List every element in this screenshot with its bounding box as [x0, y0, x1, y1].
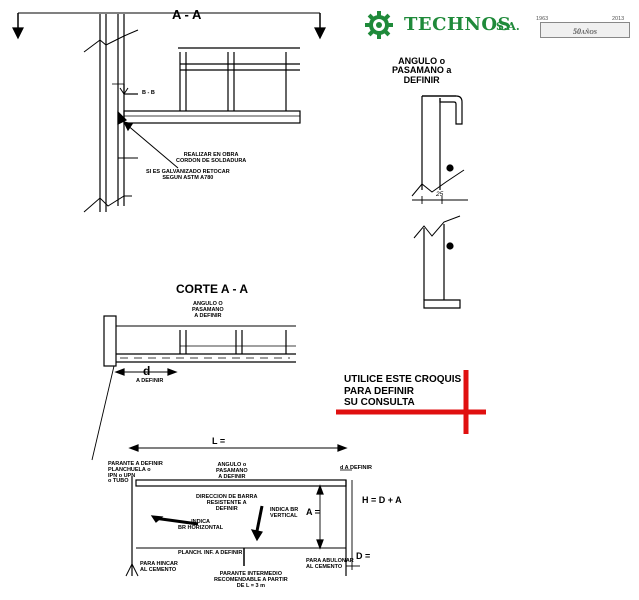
galvanized-note: SI ES GALVANIZADO RETOCAR SEGUN ASTM A78…: [146, 169, 230, 181]
sketch-callout: UTILICE ESTE CROQUIS PARA DEFINIR SU CON…: [344, 374, 462, 408]
a-label: A =: [306, 507, 320, 517]
corte-title: CORTE A - A: [176, 282, 248, 296]
anniversary-suffix: AÑOS: [580, 30, 597, 36]
year-end: 2013: [612, 16, 625, 22]
company-logo: TECHNOS S.A. 1963 2013 50AÑOS: [364, 10, 634, 40]
section-marker-bb: [112, 83, 138, 95]
corte-d-sub: A DEFINIR: [136, 378, 164, 384]
weld-leader: [125, 123, 179, 169]
red-cross-marker: [336, 370, 486, 434]
elevation-frame: [125, 444, 360, 577]
bolt-note: PARA ABULONAR AL CEMENTO: [306, 558, 354, 570]
length-label: L =: [212, 436, 226, 446]
year-start: 1963: [536, 16, 549, 22]
gear-logo-icon: [365, 11, 393, 39]
profile-title: ANGULO o PASAMANO a DEFINIR: [392, 56, 452, 85]
profile-top-piece: [411, 95, 465, 197]
elevation-d-note: d A DEFINIR: [340, 465, 372, 471]
anniversary-ribbon: 50AÑOS: [540, 22, 630, 38]
profile-bottom-piece: [413, 215, 461, 309]
anniversary-number: 50: [572, 27, 581, 36]
weld-note: REALIZAR EN OBRA CORDON DE SOLDADURA: [176, 152, 247, 164]
weld-symbol: [117, 110, 128, 125]
profile-dimension-label: 25: [436, 191, 444, 198]
section-marker-bb-label: B - B: [142, 90, 155, 96]
horizontal-bar-note: INDICA BR HORIZONTAL: [178, 519, 224, 531]
lower-plate-note: PLANCH. INF. A DEFINIR: [178, 550, 243, 556]
column-profile: [83, 14, 139, 213]
corte-angle-label: ANGULO O PASAMANO A DEFINIR: [192, 301, 224, 319]
post-note: PARANTE A DEFINIR PLANCHUELA o IPN o UPN…: [108, 461, 163, 485]
elevation-angle-note: ANGULO o PASAMANO A DEFINIR: [216, 462, 248, 480]
d-label: D =: [356, 551, 371, 561]
intermediate-post-note: PARANTE INTERMEDIO RECOMENDABLE A PARTIR…: [214, 571, 288, 589]
height-label: H = D + A: [362, 495, 402, 505]
vertical-bar-note: INDICA BR VERTICAL: [270, 507, 299, 519]
corte-d-label: d: [143, 364, 151, 378]
embed-note: PARA HINCAR AL CEMENTO: [140, 561, 178, 573]
brand-suffix: S.A.: [496, 20, 520, 33]
grating-aa: [123, 47, 301, 124]
profile-dimension: [412, 196, 468, 204]
section-title-aa: A - A: [172, 7, 202, 22]
bar-direction-note: DIRECCION DE BARRA RESISTENTE A DEFINIR: [196, 494, 258, 512]
brand-name: TECHNOS: [404, 14, 512, 35]
corte-drawing: [91, 315, 296, 461]
